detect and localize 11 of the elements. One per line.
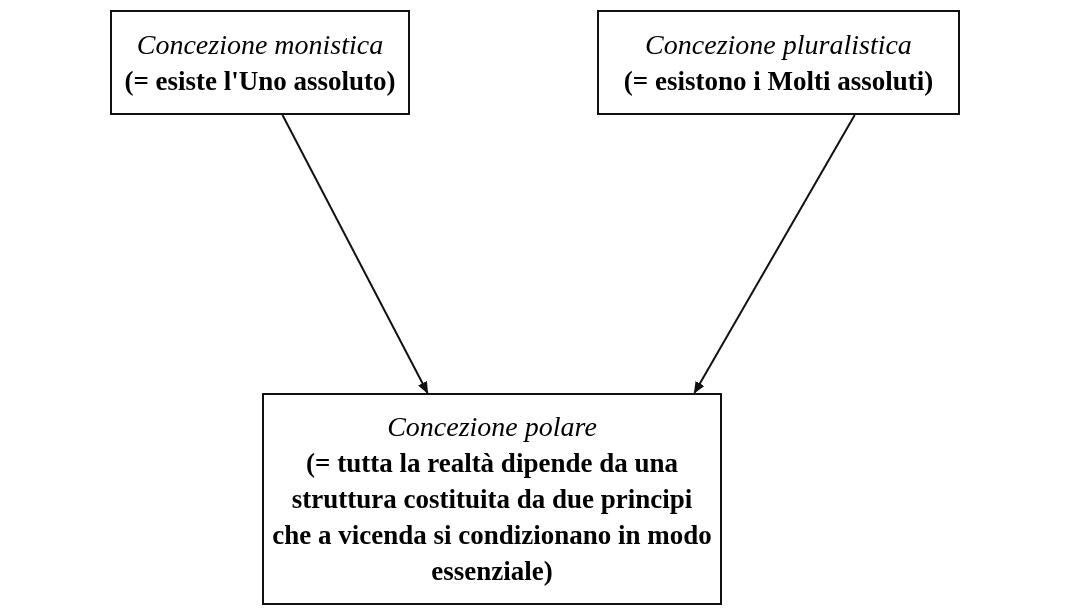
concept-description: (= esistono i Molti assoluti) — [622, 64, 935, 98]
arrow — [281, 114, 429, 394]
arrow — [693, 114, 856, 394]
concept-box — [110, 10, 410, 115]
concept-title: Concezione polare — [386, 410, 598, 444]
concept-box — [262, 393, 722, 605]
concept-title: Concezione pluralistica — [644, 27, 913, 62]
concept-description: (= esiste l'Uno assoluto) — [123, 64, 397, 98]
concept-title: Concezione monistica — [135, 27, 385, 62]
concept-description: (= tutta la realtà dipende da una struttura costituita da due principi che a vicenda si condizionano in modo essenziale) — [272, 447, 712, 588]
concept-box — [597, 10, 960, 115]
